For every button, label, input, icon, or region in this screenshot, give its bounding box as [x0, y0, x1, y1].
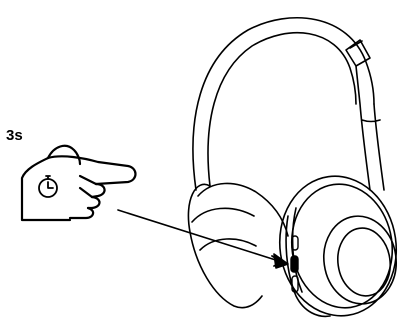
pointer-arrow	[118, 210, 288, 268]
headphone-button-icon	[291, 256, 298, 272]
headband-outer	[193, 18, 374, 190]
headphone-yoke	[356, 66, 384, 190]
stopwatch-icon	[39, 176, 57, 197]
headphones-illustration	[188, 18, 405, 322]
left-ear-cup	[188, 183, 288, 307]
headphone-buttons	[291, 236, 298, 292]
pointing-hand-press-icon	[22, 146, 136, 220]
right-ear-cup	[271, 169, 405, 322]
headband-inner	[208, 33, 356, 186]
